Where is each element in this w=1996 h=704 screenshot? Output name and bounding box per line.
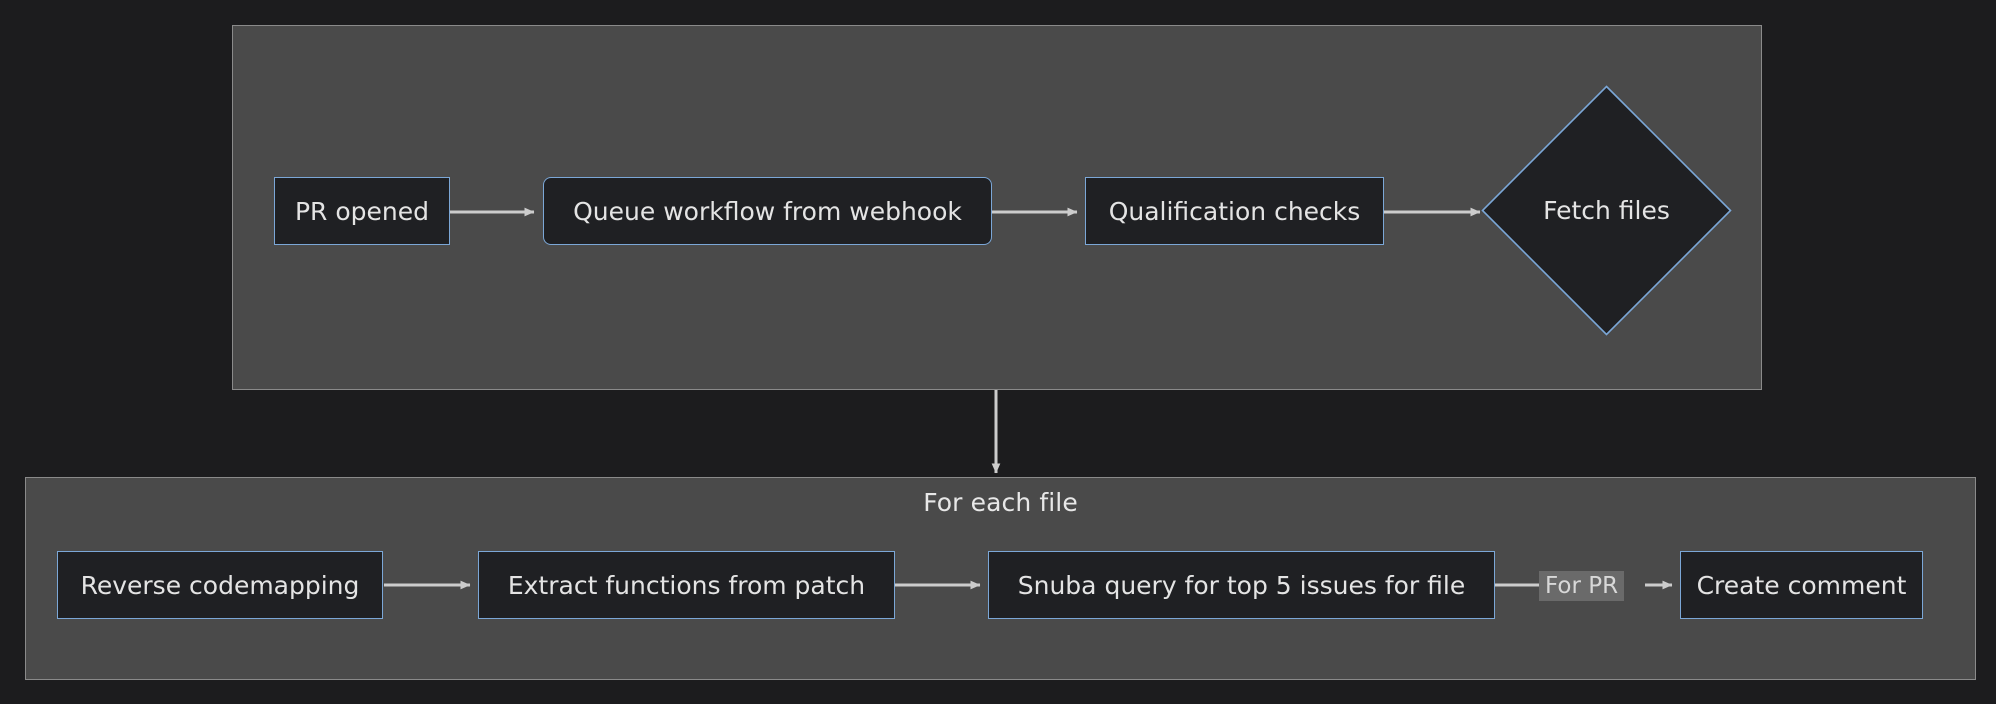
node-fetch-files[interactable]: Fetch files <box>1481 85 1732 336</box>
node-queue-workflow[interactable]: Queue workflow from webhook <box>543 177 992 245</box>
node-label-create-comment: Create comment <box>1696 570 1907 600</box>
node-label-extract-functions: Extract functions from patch <box>507 570 866 600</box>
edge-label-for-pr: For PR <box>1539 571 1625 601</box>
node-create-comment[interactable]: Create comment <box>1680 551 1923 619</box>
subgraph-label-for-each-file: For each file <box>923 488 1078 517</box>
node-snuba-query[interactable]: Snuba query for top 5 issues for file <box>988 551 1495 619</box>
node-label-fetch-files: Fetch files <box>1543 196 1670 225</box>
diamond-shape <box>1481 85 1732 336</box>
node-label-pr-opened: PR opened <box>294 196 430 226</box>
node-label-qualification-checks: Qualification checks <box>1108 196 1361 226</box>
node-extract-functions[interactable]: Extract functions from patch <box>478 551 895 619</box>
node-label-reverse-codemapping: Reverse codemapping <box>80 570 360 600</box>
node-reverse-codemapping[interactable]: Reverse codemapping <box>57 551 383 619</box>
node-qualification-checks[interactable]: Qualification checks <box>1085 177 1384 245</box>
node-label-snuba-query: Snuba query for top 5 issues for file <box>1017 570 1466 600</box>
node-label-queue-workflow: Queue workflow from webhook <box>573 196 962 226</box>
node-pr-opened[interactable]: PR opened <box>274 177 450 245</box>
